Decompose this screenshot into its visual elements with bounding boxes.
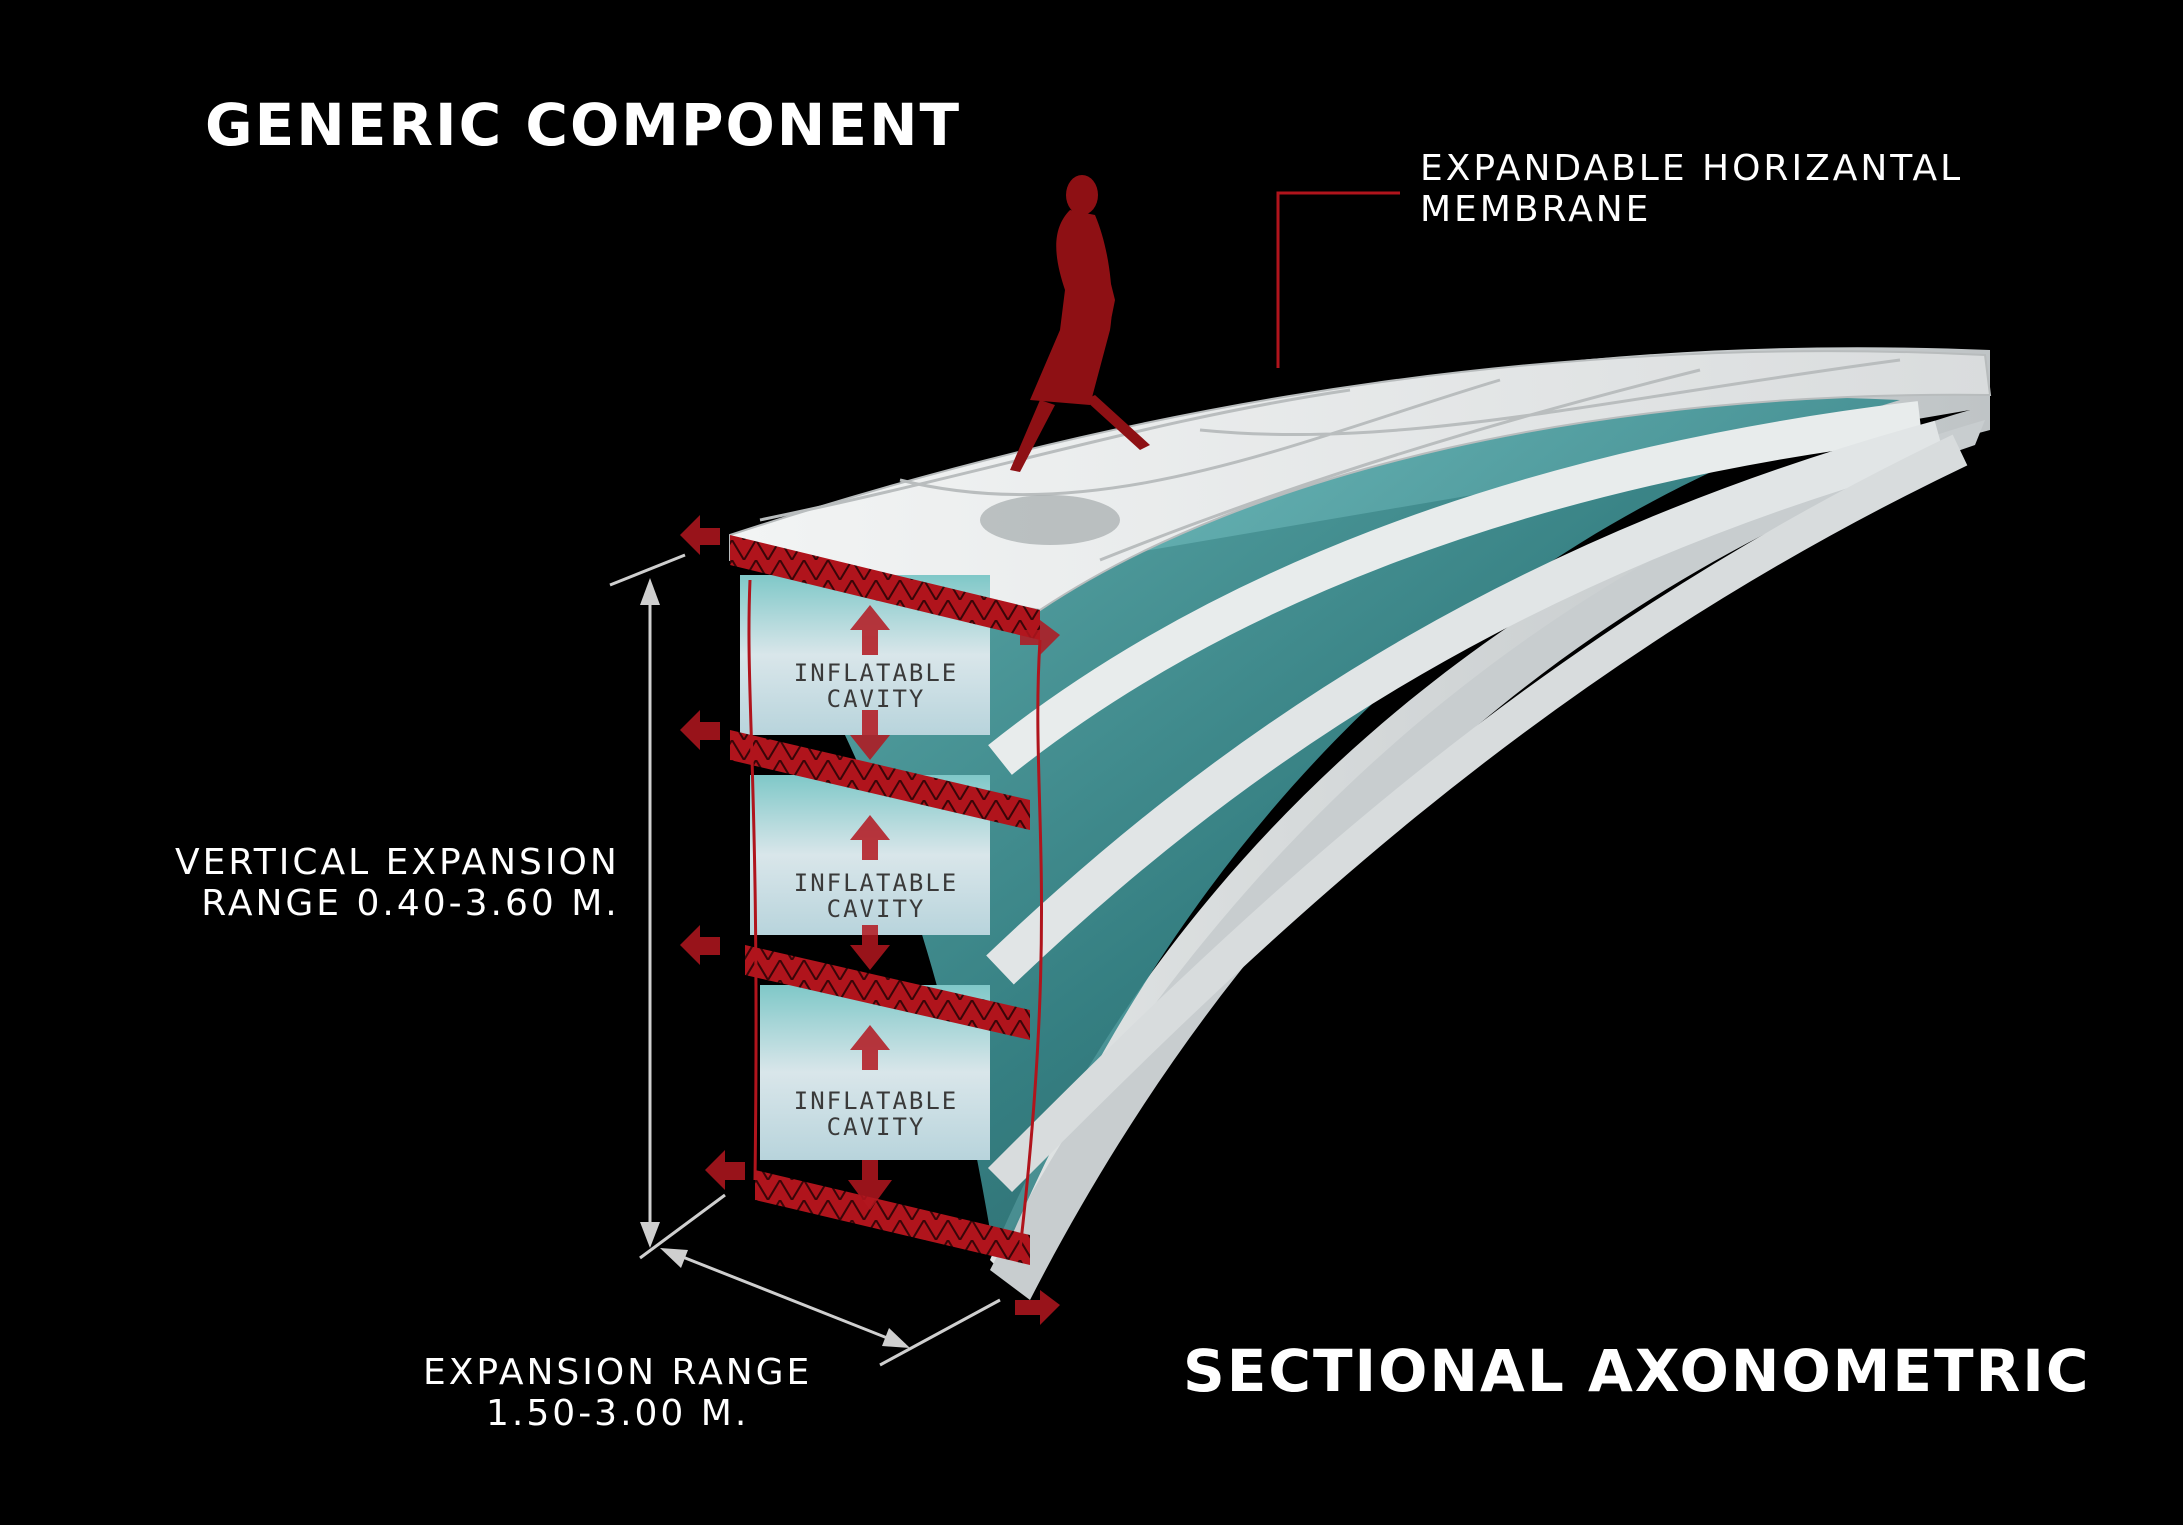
horizontal-range-label: EXPANSION RANGE 1.50-3.00 M. xyxy=(423,1352,812,1435)
membrane-leader-line xyxy=(1276,191,1400,368)
dimension-arrow-icon xyxy=(882,1328,910,1348)
cavity-label-2: INFLATABLE CAVITY xyxy=(793,869,959,924)
membrane-label-line-1: EXPANDABLE HORIZANTAL xyxy=(1420,148,1964,189)
membrane-label: EXPANDABLE HORIZANTAL MEMBRANE xyxy=(1420,148,1963,231)
expansion-arrow-icon xyxy=(680,515,720,555)
teal-inflatable-surface xyxy=(780,396,1900,1240)
horizontal-range-line-2: 1.50-3.00 M. xyxy=(486,1393,750,1435)
expansion-arrow-icon xyxy=(705,1150,745,1190)
expansion-arrow-icon xyxy=(1020,620,1060,655)
dimension-lines xyxy=(609,553,1001,1367)
membrane-pattern xyxy=(759,358,1901,562)
expansion-arrow-icon xyxy=(680,925,720,965)
section-front xyxy=(730,535,1044,1265)
walking-woman-silhouette-icon xyxy=(1010,175,1150,472)
component-body xyxy=(740,347,1990,1300)
dimension-arrow-icon xyxy=(640,1222,660,1248)
cavity-label-3: INFLATABLE CAVITY xyxy=(793,1087,959,1142)
figure-shadow xyxy=(980,495,1120,545)
page-subtitle: SECTIONAL AXONOMETRIC xyxy=(1183,1337,2091,1405)
vertical-range-label: VERTICAL EXPANSION RANGE 0.40-3.60 M. xyxy=(175,842,620,925)
dimension-arrow-icon xyxy=(640,578,660,605)
expansion-arrow-icon xyxy=(1015,1290,1060,1325)
expansion-arrows xyxy=(680,515,1060,1325)
membrane-label-line-2: MEMBRANE xyxy=(1420,189,1652,231)
horizontal-range-line-1: EXPANSION RANGE xyxy=(423,1352,813,1393)
vertical-range-line-2: RANGE 0.40-3.60 M. xyxy=(201,883,620,925)
expansion-arrow-icon xyxy=(680,710,720,750)
horizontal-membrane-top xyxy=(729,350,1992,612)
page-title: GENERIC COMPONENT xyxy=(205,91,962,159)
dimension-arrow-icon xyxy=(660,1248,688,1268)
vertical-range-line-1: VERTICAL EXPANSION xyxy=(175,842,620,883)
cavity-label-1: INFLATABLE CAVITY xyxy=(793,659,959,714)
